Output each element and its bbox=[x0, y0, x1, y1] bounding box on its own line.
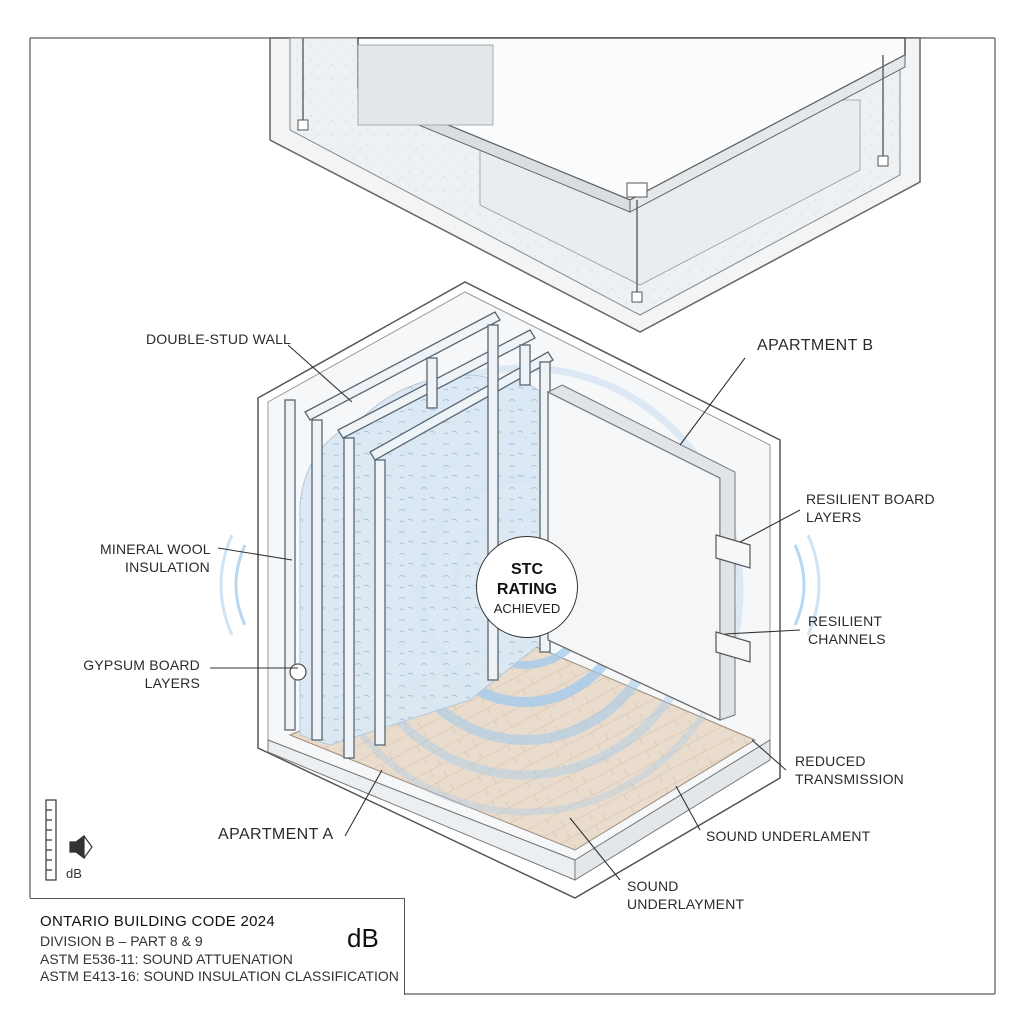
title-block-line2: ASTM E536-11: SOUND ATTUENATION bbox=[40, 951, 293, 967]
title-block-line3: ASTM E413-16: SOUND INSULATION CLASSIFIC… bbox=[40, 968, 399, 984]
label-resilient-board: RESILIENT BOARD LAYERS bbox=[806, 490, 935, 526]
leader-lines bbox=[210, 344, 801, 881]
badge-line1: STC bbox=[511, 561, 543, 578]
meter-unit-label: dB bbox=[66, 866, 82, 881]
label-resilient-channels-line1: RESILIENT bbox=[808, 613, 883, 629]
label-apartment-a: APARTMENT A bbox=[218, 826, 334, 843]
label-double-stud-wall: DOUBLE-STUD WALL bbox=[146, 331, 292, 347]
label-apartment-b: APARTMENT B bbox=[757, 337, 874, 354]
stc-rating-badge: STC RATING ACHIEVED bbox=[476, 536, 578, 638]
label-sound-underlayment-line2: UNDERLAYMENT bbox=[627, 896, 745, 912]
label-resilient-board-line1: RESILIENT BOARD bbox=[806, 491, 935, 507]
title-block-title: ONTARIO BUILDING CODE 2024 bbox=[40, 913, 276, 930]
label-mineral-wool-line2: INSULATION bbox=[125, 559, 210, 575]
title-block-unit: dB bbox=[347, 923, 379, 953]
label-resilient-channels: RESILIENT CHANNELS bbox=[808, 612, 886, 648]
title-block-line1: DIVISION B – PART 8 & 9 bbox=[40, 933, 203, 949]
label-sound-underlayment-right: SOUND UNDERLAMENT bbox=[706, 828, 871, 844]
upper-floor-slab bbox=[269, 37, 921, 333]
label-resilient-channels-line2: CHANNELS bbox=[808, 631, 886, 647]
double-stud-frame bbox=[284, 311, 554, 759]
title-block: ONTARIO BUILDING CODE 2024 DIVISION B – … bbox=[30, 898, 405, 995]
resilient-board-panels bbox=[546, 384, 751, 722]
label-sound-underlayment: SOUND UNDERLAYMENT bbox=[627, 877, 744, 913]
badge-line2: RATING bbox=[496, 581, 558, 598]
label-reduced-line1: REDUCED bbox=[795, 753, 866, 769]
label-mineral-wool: MINERAL WOOL INSULATION bbox=[100, 540, 211, 576]
badge-line3: ACHIEVED bbox=[493, 601, 561, 616]
label-gypsum-line2: LAYERS bbox=[144, 675, 200, 691]
label-reduced-line2: TRANSMISSION bbox=[795, 771, 904, 787]
decibel-meter-icon bbox=[45, 799, 93, 881]
label-gypsum-line1: GYPSUM BOARD bbox=[83, 657, 200, 673]
label-resilient-board-line2: LAYERS bbox=[806, 509, 862, 525]
label-mineral-wool-line1: MINERAL WOOL bbox=[100, 541, 211, 557]
label-reduced-transmission: REDUCED TRANSMISSION bbox=[795, 752, 904, 788]
label-sound-underlayment-line1: SOUND bbox=[627, 878, 679, 894]
label-gypsum-board: GYPSUM BOARD LAYERS bbox=[80, 656, 200, 692]
